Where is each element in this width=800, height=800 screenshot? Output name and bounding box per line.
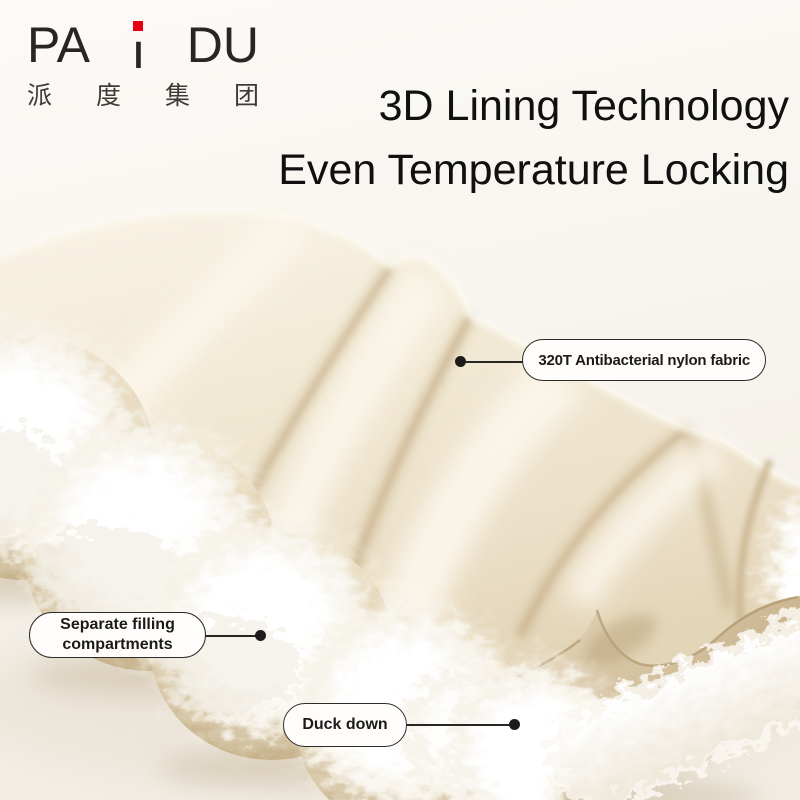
callout-down-label: Duck down (302, 716, 388, 733)
brand-chinese-name: 派 度 集 团 (27, 76, 259, 112)
callout-fabric-label: 320T Antibacterial nylon fabric (538, 351, 750, 369)
compartments-dot (255, 630, 266, 641)
down-band (545, 605, 800, 800)
down-dot (509, 719, 520, 730)
brand-letter-i: I (131, 20, 145, 74)
fabric-dot (455, 356, 466, 367)
title-line-1: 3D Lining Technology (378, 82, 789, 130)
title-line-2: Even Temperature Locking (278, 146, 789, 194)
brand-letters-pa: PA (27, 17, 90, 73)
cn-char: 集 (164, 82, 190, 110)
callout-fabric: 320T Antibacterial nylon fabric (522, 339, 766, 381)
callout-down: Duck down (283, 703, 407, 747)
compartments-leader-line (185, 635, 260, 637)
down-leader-line (390, 724, 518, 726)
red-dot-icon (133, 21, 144, 31)
cn-char: 团 (233, 82, 259, 110)
page-title: 3D Lining Technology Even Temperature Lo… (278, 74, 789, 202)
fabric-leader-line (466, 361, 540, 363)
callout-compartments: Separate filling compartments (29, 612, 206, 658)
brand-wordmark: PA I DU (27, 17, 259, 74)
brand-logo: PA I DU 派 度 集 团 (27, 20, 259, 112)
callout-compartments-label: Separate filling compartments (60, 616, 175, 653)
cn-char: 度 (95, 82, 121, 110)
cn-char: 派 (27, 82, 53, 110)
brand-letters-du: DU (186, 17, 259, 73)
